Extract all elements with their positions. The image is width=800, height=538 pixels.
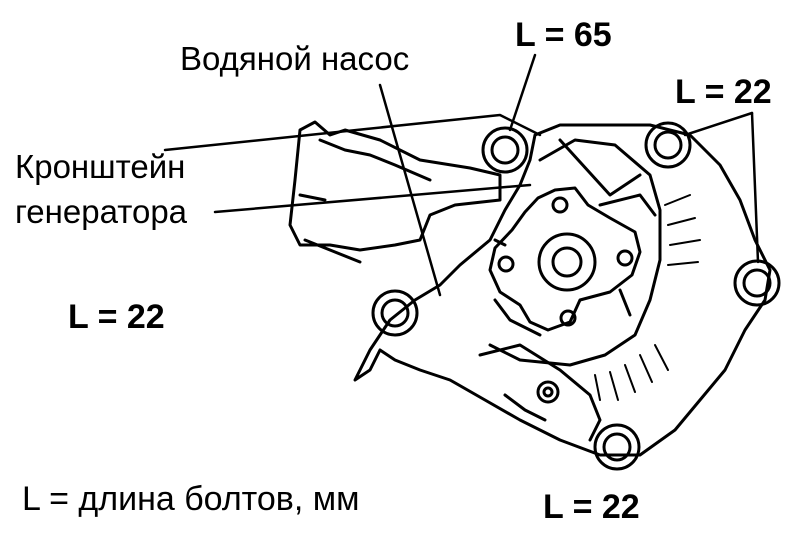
label-bolt-bottom: L = 22 (543, 488, 640, 526)
pump-lower-rim (478, 343, 602, 442)
label-water-pump: Водяной насос (180, 40, 410, 77)
leader-bolt-top (508, 53, 537, 132)
bracket-inner-edge (298, 138, 432, 264)
label-bolt-top: L = 65 (515, 16, 612, 54)
hub-shoulder (493, 238, 632, 337)
leader-bolt-top-right (683, 111, 754, 137)
label-bolt-left: L = 22 (68, 298, 165, 336)
bolt-right (733, 259, 781, 307)
label-legend: L = длина болтов, мм (22, 480, 360, 518)
pump-hub-flange (488, 186, 642, 332)
pump-shaft-inner (551, 246, 583, 278)
pump-housing-outline (353, 123, 772, 457)
drain-plug-center (542, 386, 554, 398)
bolt-top-right (644, 121, 692, 169)
label-bolt-top-right: L = 22 (675, 73, 772, 111)
pump-inner-ridge (558, 138, 657, 217)
leader-bolt-right (750, 111, 760, 264)
pump-volute-curve (488, 138, 662, 367)
bolt-left (371, 289, 419, 337)
hub-hole-right (616, 249, 634, 267)
pump-shaft-outer (537, 232, 597, 292)
hub-hole-bottom (559, 309, 577, 327)
label-alternator-bracket-line1: Кронштейн (15, 148, 186, 185)
housing-rib-hatching (594, 194, 701, 401)
hub-hole-top (551, 196, 569, 214)
label-alternator-bracket-line2: генератора (15, 193, 188, 230)
leader-water-pump (378, 83, 442, 297)
bolt-top (481, 126, 529, 174)
hub-hole-left (497, 255, 515, 273)
leader-bracket-top (163, 113, 542, 152)
leader-bracket-bottom (213, 183, 532, 214)
drain-plug (536, 380, 560, 404)
bolt-bottom (593, 423, 641, 471)
